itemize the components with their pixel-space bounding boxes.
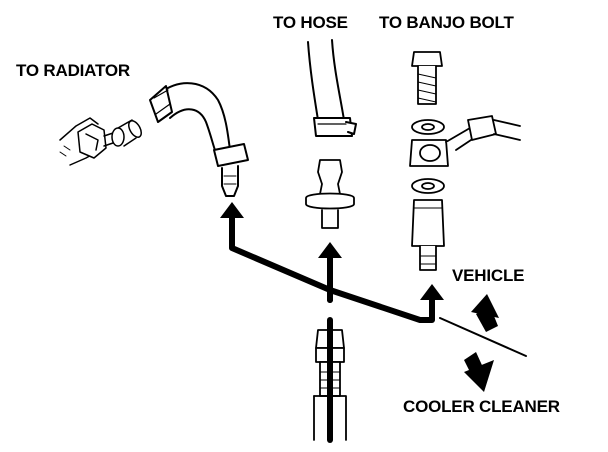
flow-lines <box>229 215 435 443</box>
radiator-fitting <box>59 117 142 166</box>
label-vehicle: VEHICLE <box>452 266 525 285</box>
label-to-radiator: TO RADIATOR <box>16 61 130 80</box>
arrowhead-to-hose <box>318 242 342 258</box>
label-cooler-cleaner: COOLER CLEANER <box>403 397 560 416</box>
direction-arrows <box>464 294 499 392</box>
flow-arrowheads <box>220 202 444 300</box>
banjo-bolt-assembly <box>409 51 521 271</box>
radiator-hose <box>149 82 249 197</box>
label-to-hose: TO HOSE <box>273 13 348 32</box>
hose <box>307 39 357 137</box>
hose-barb-adapter <box>305 159 355 229</box>
divider-line <box>439 317 527 357</box>
label-to-banjo-bolt: TO BANJO BOLT <box>379 13 514 32</box>
arrowhead-to-banjo <box>420 284 444 300</box>
arrowhead-to-radiator <box>220 202 244 218</box>
